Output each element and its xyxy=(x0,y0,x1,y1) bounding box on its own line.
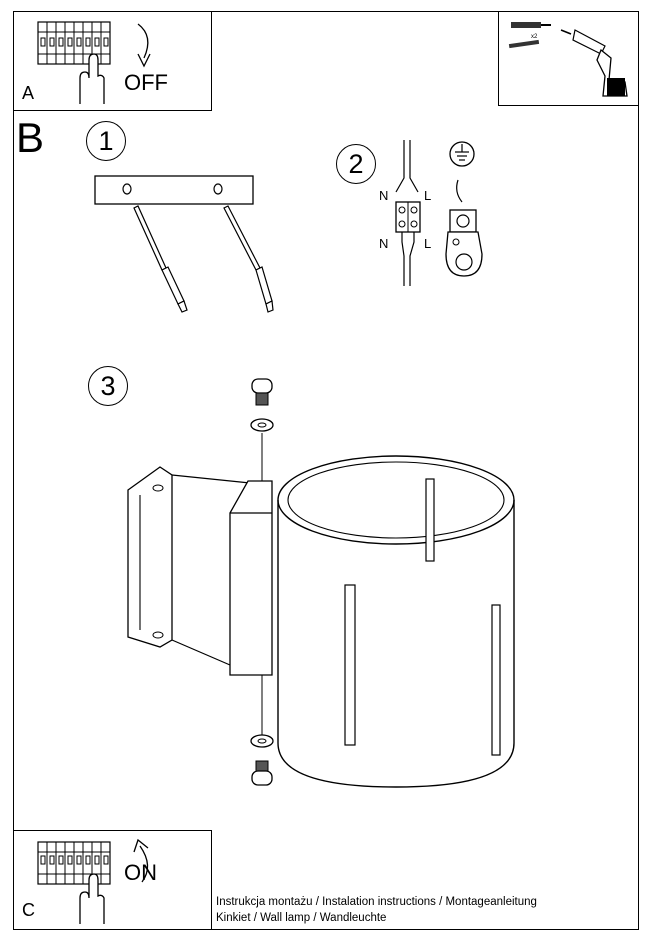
footer-line-1: Instrukcja montażu / Instalation instruc… xyxy=(216,896,537,908)
wiring-terminal-illustration xyxy=(395,140,483,286)
breaker-panel-on-icon xyxy=(37,841,111,924)
wire-live-label-bottom: L xyxy=(424,236,432,251)
arrow-down-icon xyxy=(137,23,151,68)
panel-c-power-on xyxy=(13,830,212,930)
wire-neutral-label-top: N xyxy=(379,188,389,203)
mounting-plate-screws-illustration xyxy=(94,175,274,313)
off-label: OFF xyxy=(124,70,168,95)
panel-b-letter: B xyxy=(16,114,45,161)
footer-line-2: Kinkiet / Wall lamp / Wandleuchte xyxy=(216,912,387,924)
panel-a-letter: A xyxy=(22,83,35,103)
drill-and-anchors-icon xyxy=(508,22,628,97)
footer-caption: Instrukcja montażu / Instalation instruc… xyxy=(216,894,537,926)
on-label: ON xyxy=(124,860,157,885)
anchor-count: x2 xyxy=(531,34,538,40)
arrow-up-icon xyxy=(133,838,149,883)
wire-neutral-label-bottom: N xyxy=(379,236,389,251)
panel-c-letter: C xyxy=(22,900,35,920)
step-2-marker: 2 xyxy=(336,144,376,184)
wall-lamp-assembly-illustration xyxy=(127,378,515,788)
step-1-marker: 1 xyxy=(86,121,126,161)
wire-live-label-top: L xyxy=(424,188,432,203)
step-3-marker: 3 xyxy=(88,366,128,406)
instruction-sheet-frame xyxy=(13,11,639,930)
panel-a-power-off xyxy=(13,11,212,111)
breaker-panel-off-icon xyxy=(37,21,111,104)
